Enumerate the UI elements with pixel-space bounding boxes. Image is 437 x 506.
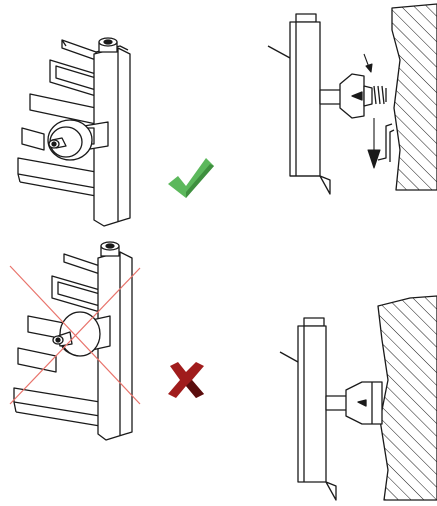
wrong-x-icon [168, 362, 204, 398]
correct-checkmark-icon [168, 158, 214, 198]
incorrect-radiator-perspective [13, 241, 133, 441]
cross-out-lines [9, 265, 141, 405]
wall-hook [377, 123, 395, 162]
tube-cap-2 [100, 241, 120, 257]
collector-tube-2 [97, 251, 133, 441]
side-bracket [319, 73, 387, 119]
wall-hatched-2 [377, 295, 437, 501]
spring-icon [373, 85, 387, 105]
insert-arrow-icon [363, 53, 373, 73]
side-tube [267, 13, 331, 195]
side-bracket-2 [325, 381, 383, 425]
down-arrow-icon [367, 118, 381, 169]
correct-side-view [267, 3, 437, 195]
correct-radiator-perspective [17, 37, 131, 227]
side-tube-2 [279, 317, 337, 501]
collector-tube [93, 45, 131, 227]
tube-cap [98, 37, 118, 53]
wall-hatched [391, 3, 437, 191]
radiator-fins [17, 39, 97, 197]
bracket-disc-2 [52, 311, 101, 357]
bracket-disc [47, 119, 93, 161]
incorrect-side-view [279, 295, 437, 501]
